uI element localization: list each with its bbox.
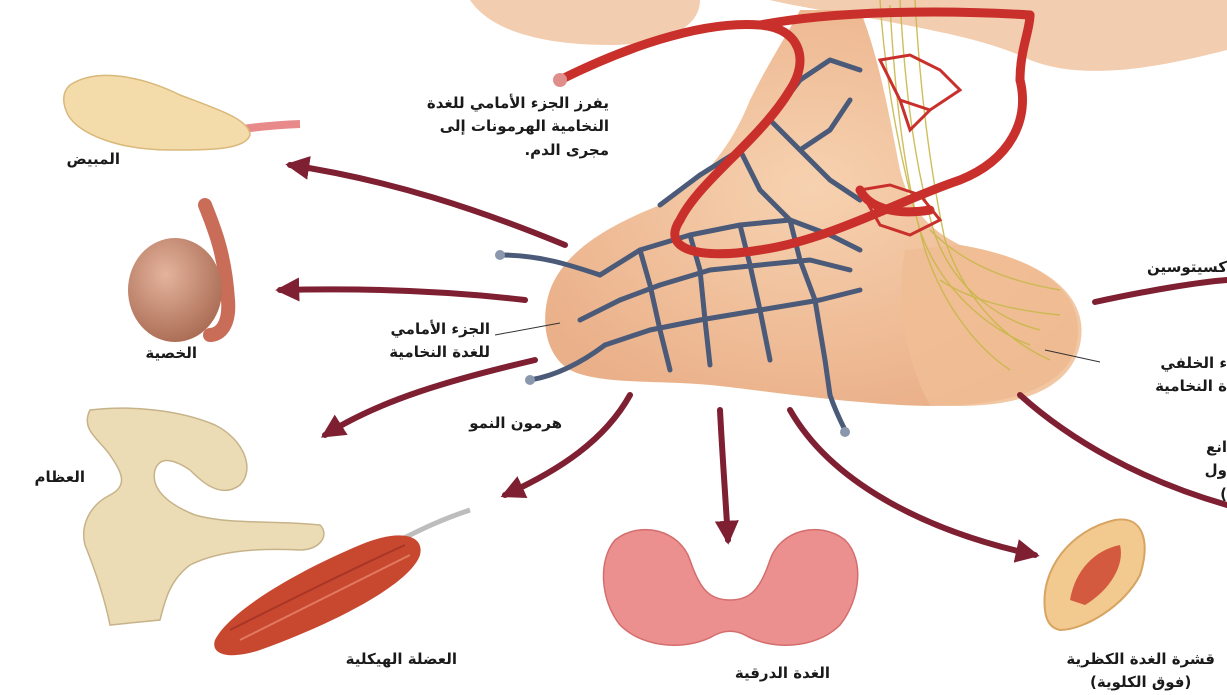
label-skeletal-muscle: العضلة الهيكلية [346, 648, 457, 671]
label-adrenal-cortex: قشرة الغدة الكظرية (فوق الكلوية) [1066, 648, 1215, 695]
label-anterior-secretes-line2: النخامية الهرمونات إلى [427, 115, 609, 138]
artery-end [553, 73, 567, 87]
arrow-to-thyroid [720, 410, 728, 540]
label-anterior-pituitary: الجزء الأمامي للغدة النخامية [389, 318, 490, 365]
label-adrenal-cortex-line1: قشرة الغدة الكظرية [1066, 648, 1215, 671]
adrenal-organ [1044, 519, 1144, 630]
label-posterior-line2: ة النخامية [1155, 375, 1227, 398]
label-growth-hormone: هرمون النمو [469, 412, 562, 435]
label-anterior-pituitary-line1: الجزء الأمامي [389, 318, 490, 341]
arrow-to-right-1 [1095, 280, 1227, 302]
label-thyroid: الغدة الدرقية [735, 662, 830, 685]
label-posterior-partial: ء الخلفي ة النخامية [1155, 352, 1227, 399]
label-anterior-secretes-line1: يفرز الجزء الأمامي للغدة [427, 92, 609, 115]
label-ovary: المبيض [66, 148, 120, 171]
label-right-partial-1: انع [1205, 436, 1227, 459]
arrow-to-ovary [290, 165, 565, 245]
ovary-organ [64, 75, 300, 150]
thyroid-organ [604, 530, 858, 646]
label-testis: الخصية [145, 342, 197, 365]
label-right-partial-3: ) [1205, 483, 1227, 506]
label-anterior-pituitary-line2: للغدة النخامية [389, 341, 490, 364]
posterior-lobe-shape [901, 245, 1081, 406]
testis-organ [128, 205, 228, 342]
arrow-to-right-2 [1020, 395, 1227, 505]
label-posterior-line1: ء الخلفي [1155, 352, 1227, 375]
arrow-to-testis [280, 289, 525, 300]
label-right-partial: انع ول ) [1205, 436, 1227, 506]
arrow-to-muscle [505, 395, 630, 495]
label-bones: العظام [35, 466, 85, 489]
label-anterior-secretes: يفرز الجزء الأمامي للغدة النخامية الهرمو… [427, 92, 609, 162]
label-adrenal-cortex-line2: (فوق الكلوية) [1066, 671, 1215, 694]
label-right-partial-2: ول [1205, 459, 1227, 482]
label-oxytocin-partial: كسيتوسين [1147, 256, 1227, 279]
label-anterior-secretes-line3: مجرى الدم. [427, 139, 609, 162]
